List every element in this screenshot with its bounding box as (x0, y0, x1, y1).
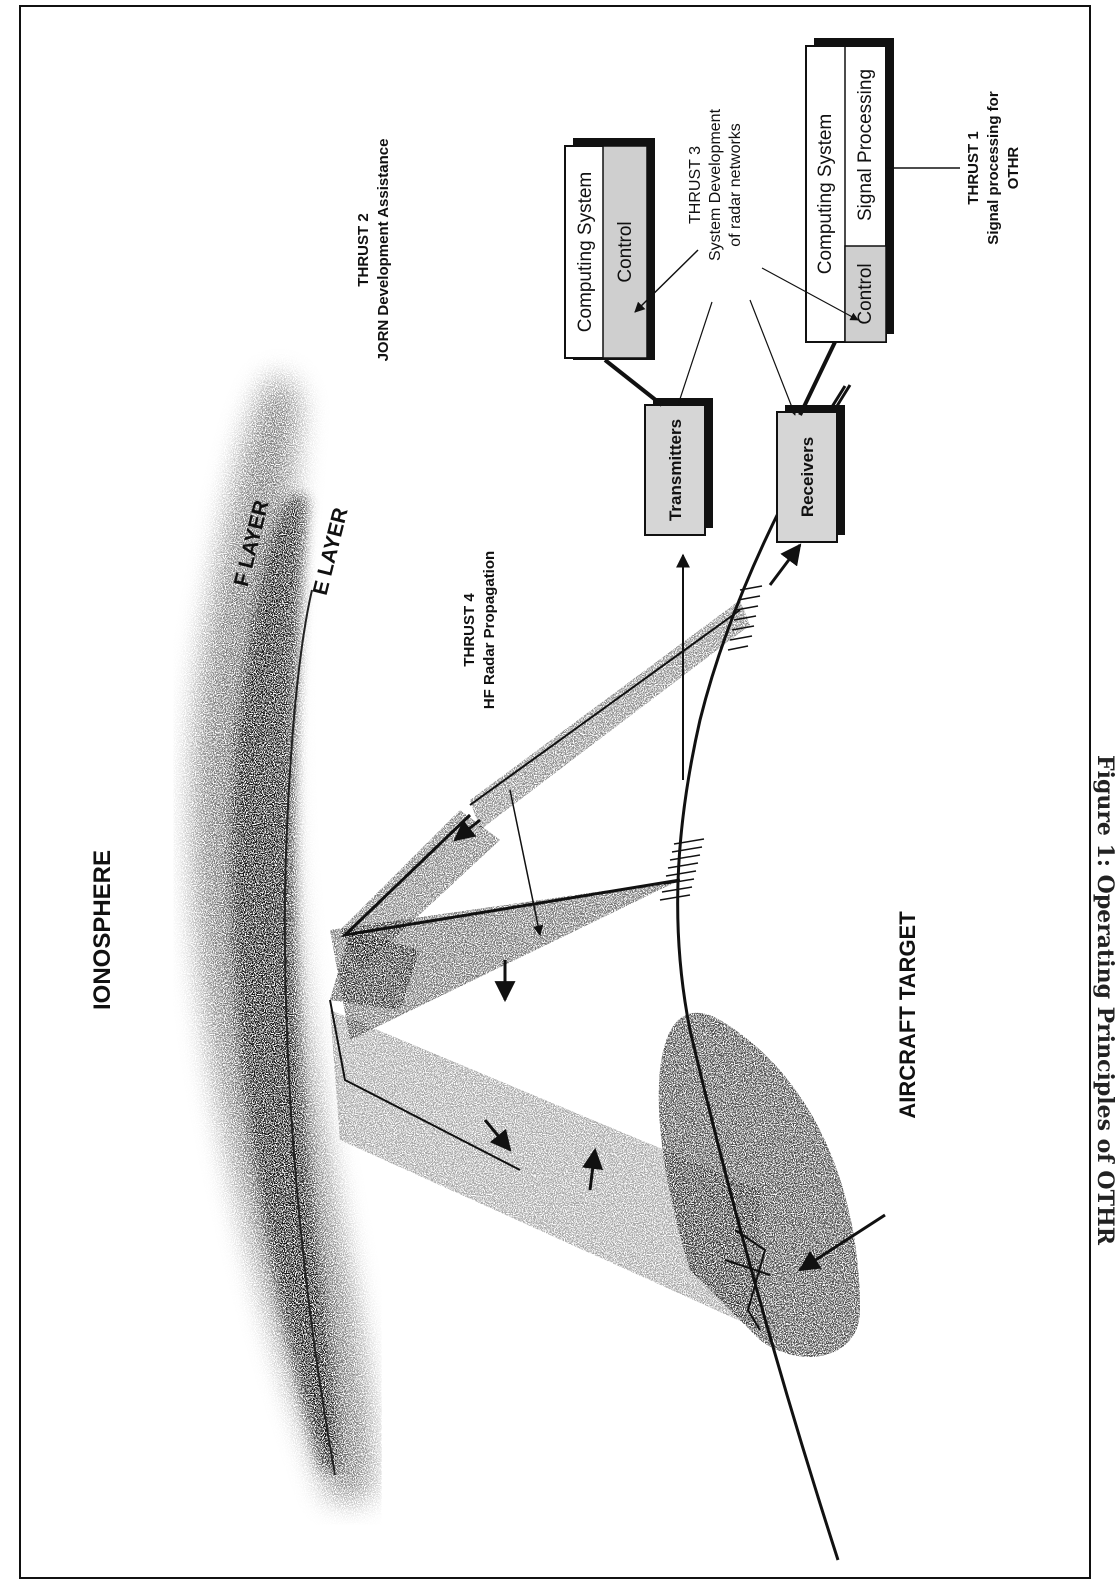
earth-surface (678, 385, 850, 1560)
receivers-label: Receivers (798, 437, 817, 517)
rx-computing-system: Computing System Signal Processing Contr… (806, 38, 894, 342)
aircraft-target-label: AIRCRAFT TARGET (895, 911, 920, 1119)
rx-computing-label: Computing System (815, 114, 836, 275)
echo-path (470, 600, 750, 830)
figure-frame (20, 6, 1090, 1578)
thrust3-to-receivers (750, 300, 795, 415)
transmitters-label: Transmitters (666, 419, 685, 521)
thrust1-line2: OTHR (1005, 147, 1022, 190)
return-ray (470, 610, 740, 805)
tx-computing-system: Computing System Control (565, 138, 655, 360)
rx-signal-processing-label: Signal Processing (855, 69, 876, 221)
thrust4-title: THRUST 4 (461, 593, 478, 667)
thrust4-line1: HF Radar Propagation (481, 551, 498, 709)
tx-link (605, 360, 662, 405)
thrust1-title: THRUST 1 (965, 131, 982, 204)
transmit-antenna-array (660, 839, 704, 900)
earth-arrow-rx (770, 545, 800, 585)
figure-title: Figure 1: Operating Principles of OTHR (1092, 755, 1115, 1246)
thrust3-line2: of radar networks (727, 123, 744, 247)
thrust2-line1: JORN Development Assistance (375, 139, 392, 362)
tx-computing-label: Computing System (575, 172, 596, 333)
aircraft-target-region (659, 1013, 860, 1357)
rx-link (800, 342, 835, 415)
tx-control-label: Control (615, 221, 636, 282)
thrust3-line1: System Development (707, 108, 724, 261)
rx-control-label: Control (855, 263, 876, 324)
thrust1-line1: Signal processing for (985, 91, 1002, 245)
thrust3-to-transmitters (678, 302, 712, 405)
e-layer-label: E LAYER (309, 505, 353, 597)
thrust2-title: THRUST 2 (355, 213, 372, 286)
thrust3-title: THRUST 3 (687, 146, 704, 224)
ionosphere-label: IONOSPHERE (89, 850, 116, 1010)
transmitters-box: Transmitters (645, 398, 713, 535)
receivers-box: Receivers (777, 405, 845, 542)
